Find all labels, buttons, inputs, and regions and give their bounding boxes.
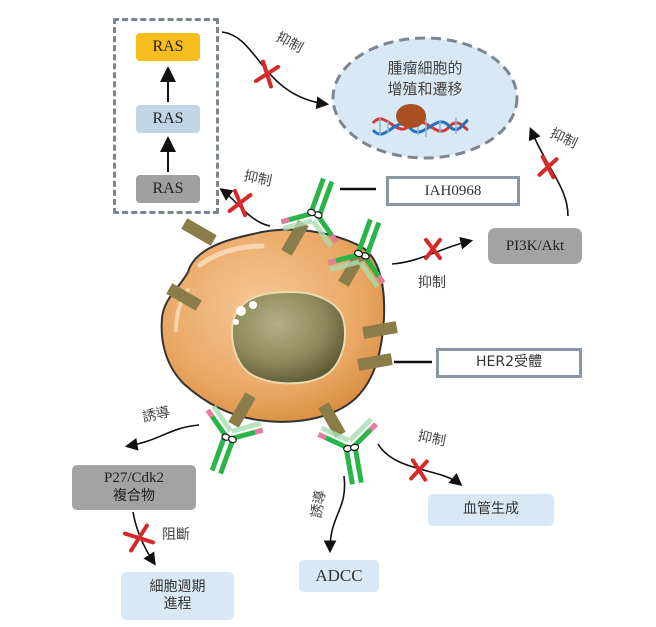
p27-line2: 複合物 [113,488,155,505]
arrow-antibody-to-ras [219,188,271,227]
label-antibody-to-pi3k: 抑制 [418,275,446,291]
arrow-pi3k-to-tumor [528,127,569,217]
inhibit-x-icon [537,154,559,180]
cell-cycle-line1: 細胞週期 [149,578,206,595]
nucleus [230,290,346,385]
inhibit-x-icon [424,237,442,261]
ras-pathway-frame [113,18,219,214]
her2-receptors [166,218,398,438]
inhibit-x-icon [227,188,253,218]
antibody-label-box: IAH0968 [386,176,520,206]
angiogenesis-box: 血管生成 [428,494,554,526]
cell-cycle-line2: 進程 [163,596,192,612]
inhibit-x-icon [409,458,429,482]
p27-line1: P27/Cdk2 [103,470,164,487]
label-p27-to-cellcycle: 阻斷 [162,527,190,543]
ras-inactive-box: RAS [136,175,200,203]
her2-receptor-label-box: HER2受體 [436,348,582,378]
antibody-icon [205,404,264,475]
cell-cycle-box: 細胞週期 進程 [121,572,234,620]
tumor-outcome-line1: 腫瘤細胞的 [387,59,463,77]
p27-cdk2-box: P27/Cdk2 複合物 [72,465,196,510]
adcc-box: ADCC [299,560,379,592]
arrow-antibody-to-adcc [323,475,346,554]
tumor-outcome-ellipse [331,36,519,160]
arrow-antibody-to-angiogenesis [377,443,463,486]
tumor-outcome-label: 腫瘤細胞的 增殖和遷移 [360,58,490,100]
antibody-icon [327,218,386,289]
antibodies [205,177,386,485]
dna-icon [371,104,469,137]
ras-middle-box: RAS [136,105,200,133]
inhibit-x-icon [253,59,281,89]
pi3k-akt-box: PI3K/Akt [488,228,582,264]
inhibition-marks [122,59,559,553]
arrow-antibody-to-p27 [124,424,200,451]
antibody-icon [317,417,378,485]
tumor-outcome-line2: 增殖和遷移 [387,80,463,98]
ras-active-box: RAS [136,33,200,61]
antibody-icon [280,177,339,248]
inhibit-x-icon [122,523,156,553]
